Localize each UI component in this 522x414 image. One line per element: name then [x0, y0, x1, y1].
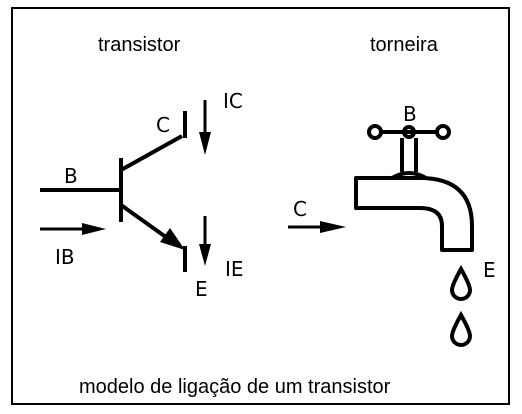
ie-label: IE [225, 257, 244, 281]
faucet-input-arrow-icon [288, 221, 346, 233]
diagram-frame [11, 7, 510, 405]
transistor-base-label: B [64, 164, 78, 188]
transistor-collector-label: C [156, 113, 170, 137]
ic-arrow-icon [199, 100, 211, 155]
emitter-arrow-icon [160, 228, 185, 250]
faucet-emitter-label: E [483, 258, 496, 282]
faucet-collector-label: C [293, 197, 307, 221]
water-drop-icon [449, 310, 473, 347]
faucet-icon [354, 124, 474, 252]
ie-arrow-icon [199, 216, 211, 266]
ic-label: IC [223, 89, 243, 113]
transistor-emitter-label: E [195, 277, 208, 301]
diagram-caption: modelo de ligação de um transistor [79, 376, 391, 398]
water-drop-icon [449, 264, 473, 301]
faucet-base-label: B [403, 102, 417, 126]
emitter-lead [119, 203, 172, 242]
ib-label: IB [55, 245, 75, 269]
transistor-symbol [40, 111, 187, 272]
ib-arrow-icon [40, 223, 106, 235]
faucet-title: torneira [370, 34, 438, 56]
collector-lead [120, 134, 183, 172]
transistor-title: transistor [98, 34, 181, 56]
